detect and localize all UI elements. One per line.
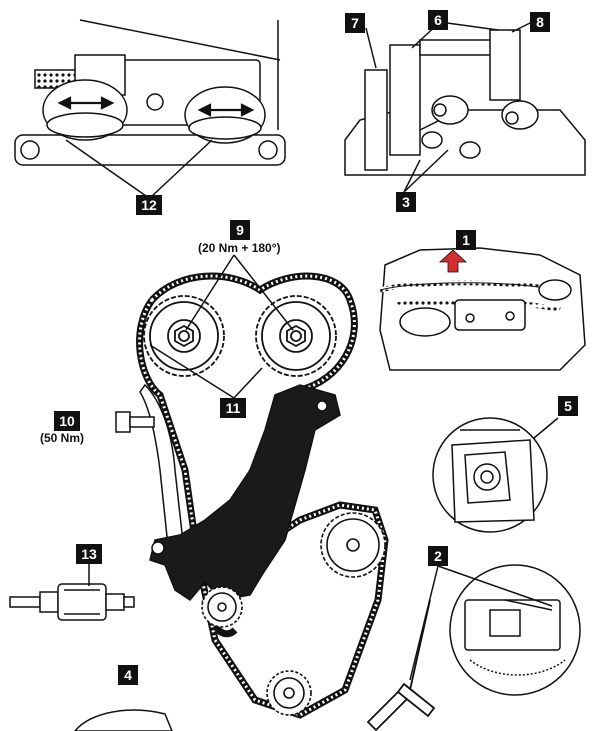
leader-line-5 xyxy=(533,417,559,439)
callout-4: 4 xyxy=(118,665,138,685)
callout-13: 13 xyxy=(76,544,102,564)
locking-pin-detail-circle xyxy=(449,564,581,696)
callout-9: 9 xyxy=(230,220,250,240)
camshaft-adjusters-view xyxy=(14,19,286,166)
crankshaft-sprocket xyxy=(266,670,312,716)
callout-3: 3 xyxy=(396,192,416,212)
callout-11: 11 xyxy=(220,398,246,418)
callout-5: 5 xyxy=(558,396,578,416)
torque-camshaft-bolts: (20 Nm + 180°) xyxy=(198,241,281,255)
intermediate-sprocket xyxy=(320,512,386,578)
leader-lines-2 xyxy=(409,565,553,681)
leader-lines-12 xyxy=(65,139,213,197)
partial-part-4 xyxy=(74,709,173,731)
camshaft-sprocket-left xyxy=(143,295,225,377)
tensioner-rail xyxy=(149,384,341,601)
callout-1: 1 xyxy=(456,230,476,250)
red-arrow xyxy=(438,249,468,273)
callout-2: 2 xyxy=(428,546,448,566)
torque-tensioner-bolt: (50 Nm) xyxy=(40,431,85,445)
leader-lines-9-11 xyxy=(149,254,294,399)
chain-marking-view xyxy=(379,247,586,371)
locking-pin-tool xyxy=(366,599,436,731)
tensioner-detail-circle xyxy=(432,417,548,533)
camshaft-locating-tool-view xyxy=(344,29,586,176)
callout-7: 7 xyxy=(345,13,365,33)
tensioner-bolt xyxy=(115,411,155,433)
callout-6: 6 xyxy=(428,10,448,30)
special-tool-13 xyxy=(9,583,135,621)
timing-chain-assembly xyxy=(136,272,389,719)
idler-sprocket xyxy=(201,586,243,628)
camshaft-sprocket-right xyxy=(255,295,337,377)
callout-12: 12 xyxy=(136,195,162,215)
callout-10: 10 xyxy=(54,411,80,431)
callout-8: 8 xyxy=(530,12,550,32)
